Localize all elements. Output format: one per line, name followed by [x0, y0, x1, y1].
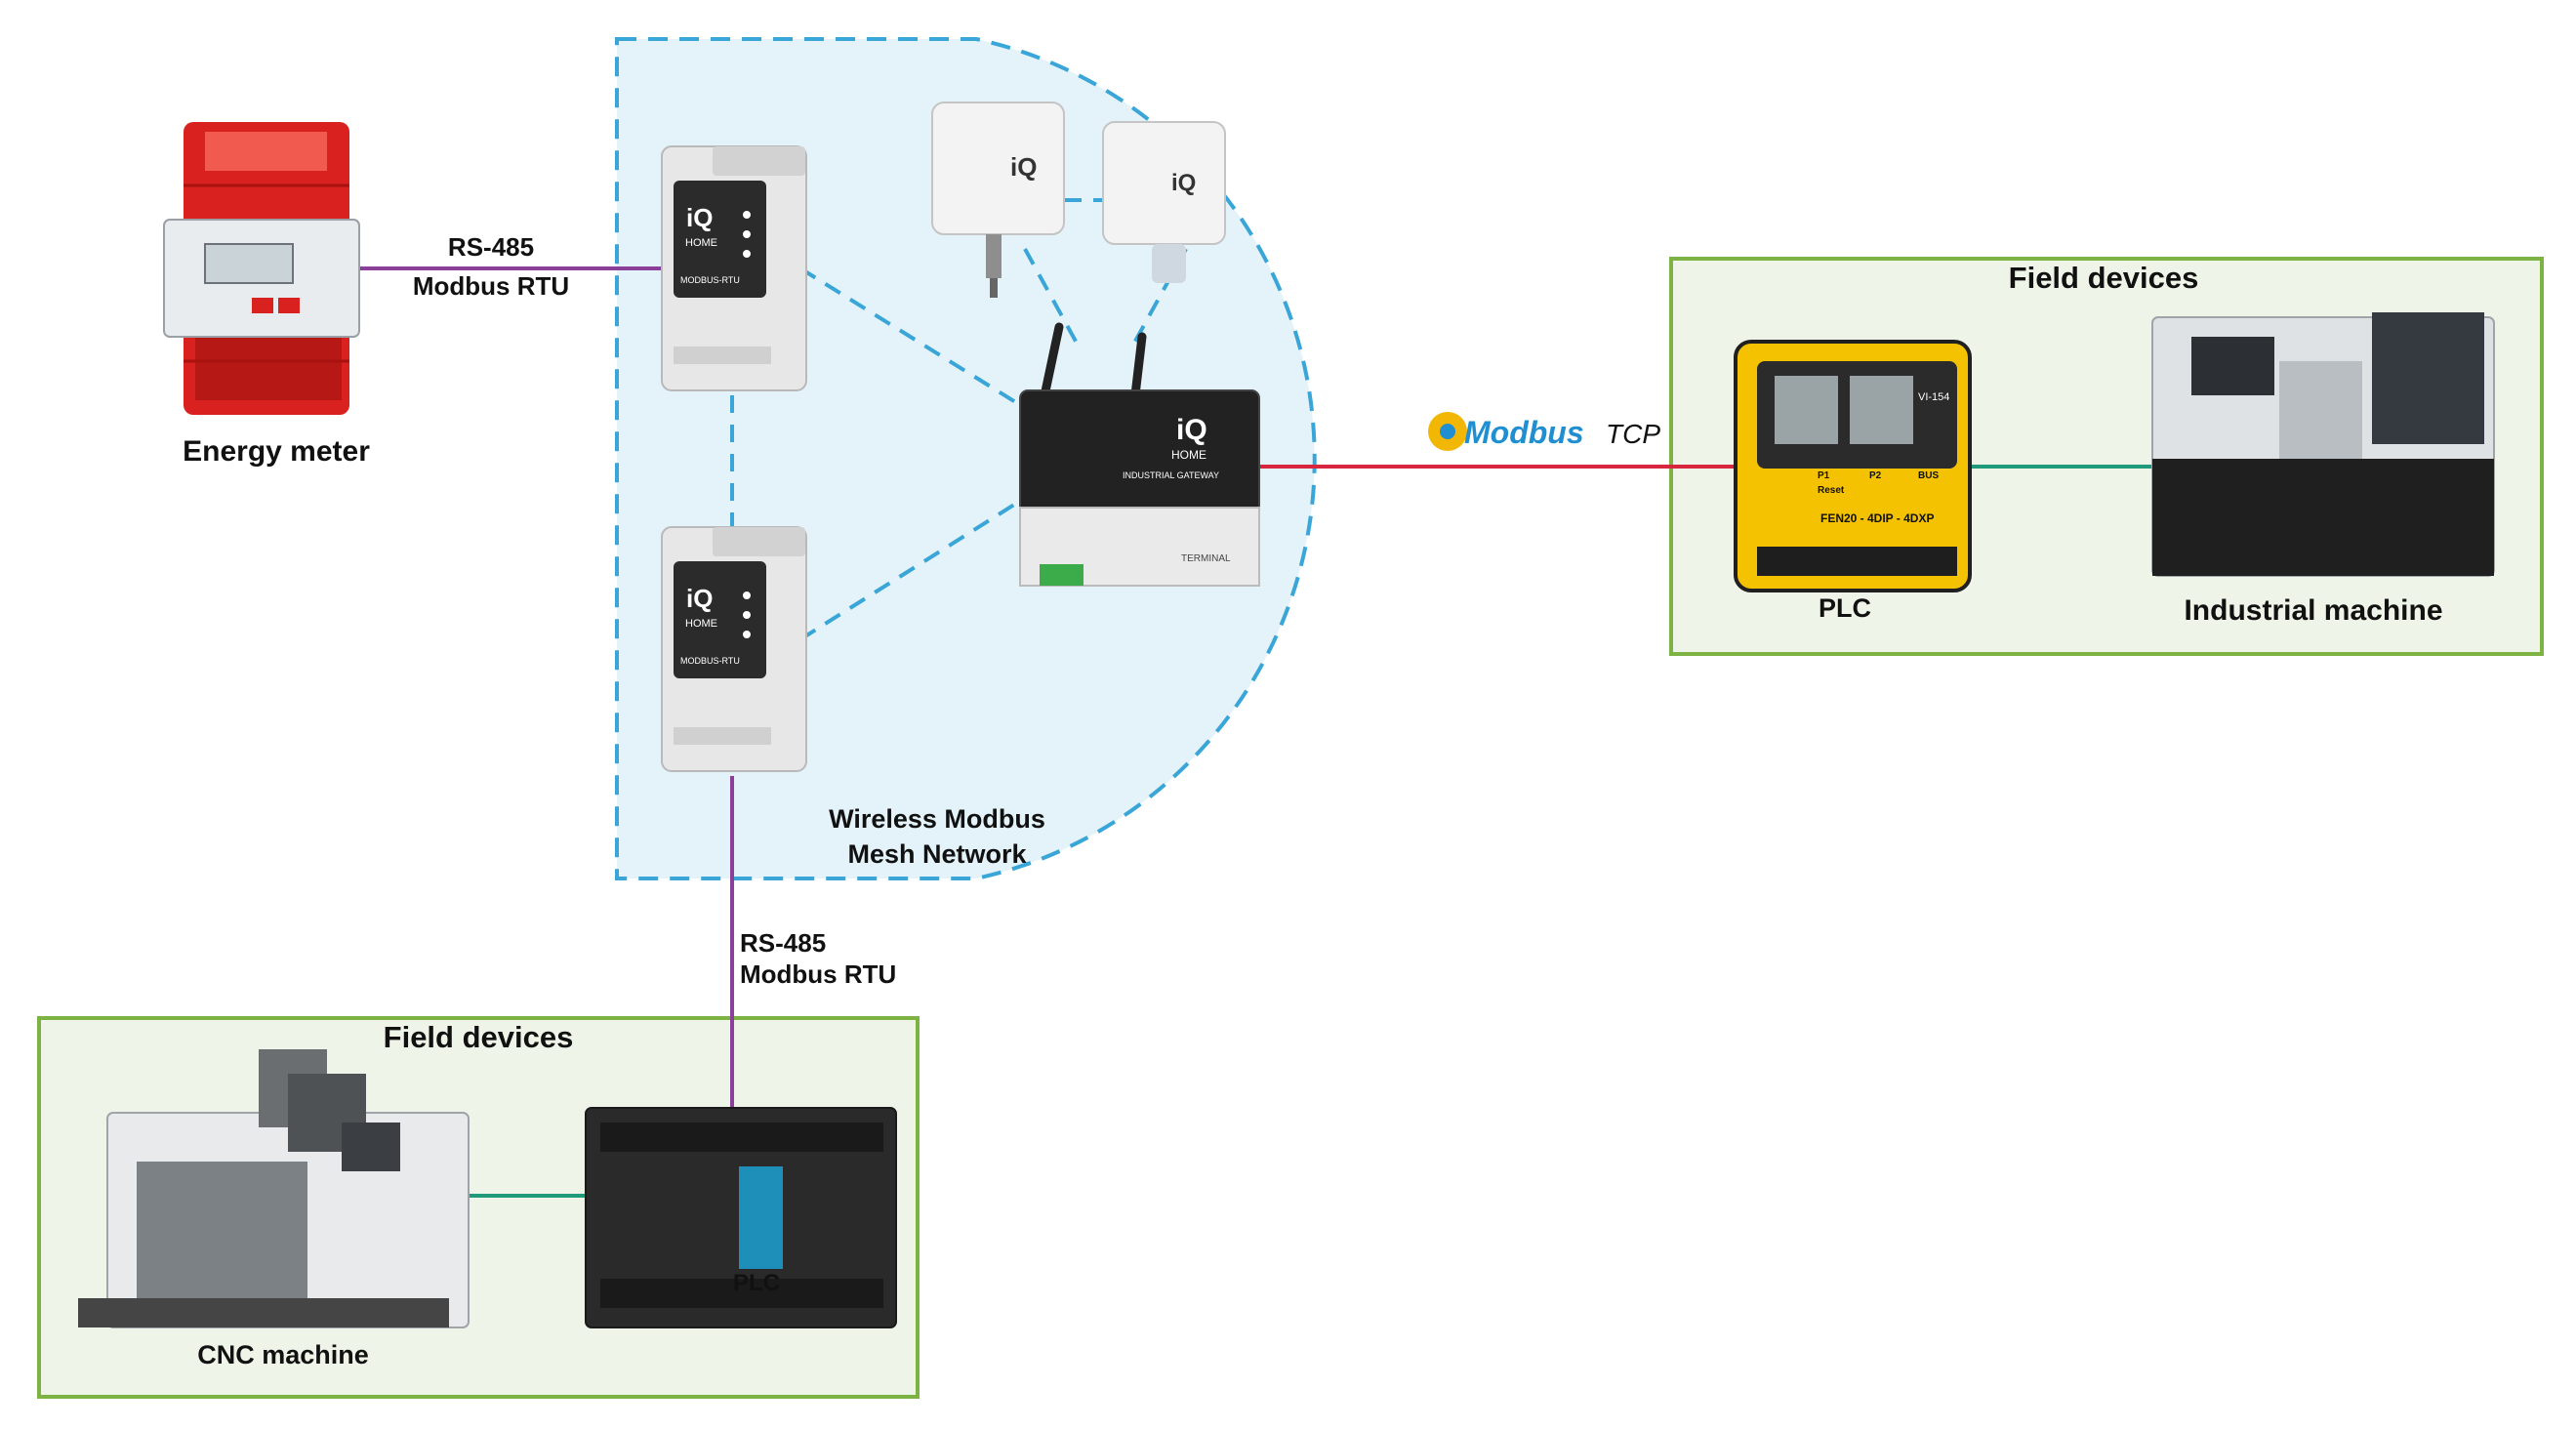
rtu-top-model: MODBUS-RTU — [680, 275, 740, 285]
temperature-sensor-probe: iQ — [931, 102, 1065, 298]
fen-reset: Reset — [1818, 485, 1845, 496]
gateway-model: INDUSTRIAL GATEWAY — [1123, 470, 1219, 480]
fen-bus: BUS — [1918, 470, 1939, 481]
rtu-top-home: HOME — [685, 237, 717, 249]
field-devices-left-title: Field devices — [384, 1020, 574, 1054]
modbus-logo-text: Modbus — [1464, 415, 1584, 450]
field-right-plc-label: PLC — [1819, 593, 1871, 623]
energy-meter-device — [163, 122, 360, 415]
field-left-machine-label: CNC machine — [197, 1340, 369, 1369]
gateway-brand: iQ — [1176, 414, 1207, 446]
cnc-machine-device — [78, 1049, 470, 1328]
gateway-home: HOME — [1171, 448, 1206, 462]
mesh-label-line2: Mesh Network — [847, 839, 1027, 869]
fen20-plc-device: VI-154 P1 P2 BUS Reset FEN20 - 4DIP - 4D… — [1734, 340, 1972, 592]
energy-meter-label: Energy meter — [183, 435, 370, 468]
humidity-sensor: iQ — [1102, 121, 1226, 283]
field-left-plc-label: PLC — [733, 1270, 780, 1296]
modbus-tcp-logo: Modbus TCP — [1428, 412, 1660, 451]
rs485-label-bottom: RS-485 — [740, 928, 826, 958]
gateway-terminal: TERMINAL — [1181, 553, 1231, 564]
fen-p2: P2 — [1869, 470, 1882, 481]
rtu-module-top: iQ HOME MODBUS-RTU — [661, 145, 807, 391]
field-devices-right-title: Field devices — [2009, 261, 2199, 295]
fen-model: FEN20 - 4DIP - 4DXP — [1820, 511, 1934, 525]
fen-p1: P1 — [1818, 470, 1830, 481]
rs485-label-top: RS-485 — [448, 232, 534, 262]
rtu-bottom-model: MODBUS-RTU — [680, 656, 740, 666]
rtu-bottom-brand: iQ — [686, 584, 713, 613]
rtu-top-brand: iQ — [686, 203, 713, 232]
modbus-rtu-label-top: Modbus RTU — [413, 271, 569, 301]
field-right-machine-label: Industrial machine — [2184, 594, 2442, 627]
fen-tag: VI-154 — [1918, 391, 1949, 403]
modbus-rtu-label-bottom: Modbus RTU — [740, 959, 896, 989]
rtu-bottom-home: HOME — [685, 618, 717, 630]
sensor2-brand: iQ — [1171, 170, 1196, 196]
mesh-label-line1: Wireless Modbus — [829, 804, 1045, 834]
plc-left-device — [585, 1107, 897, 1328]
industrial-gateway: iQ HOME INDUSTRIAL GATEWAY TERMINAL — [1019, 322, 1260, 587]
sensor1-brand: iQ — [1010, 152, 1037, 182]
tcp-label: TCP — [1606, 419, 1660, 449]
rtu-module-bottom: iQ HOME MODBUS-RTU — [661, 526, 807, 772]
industrial-machine-device — [2151, 312, 2495, 577]
